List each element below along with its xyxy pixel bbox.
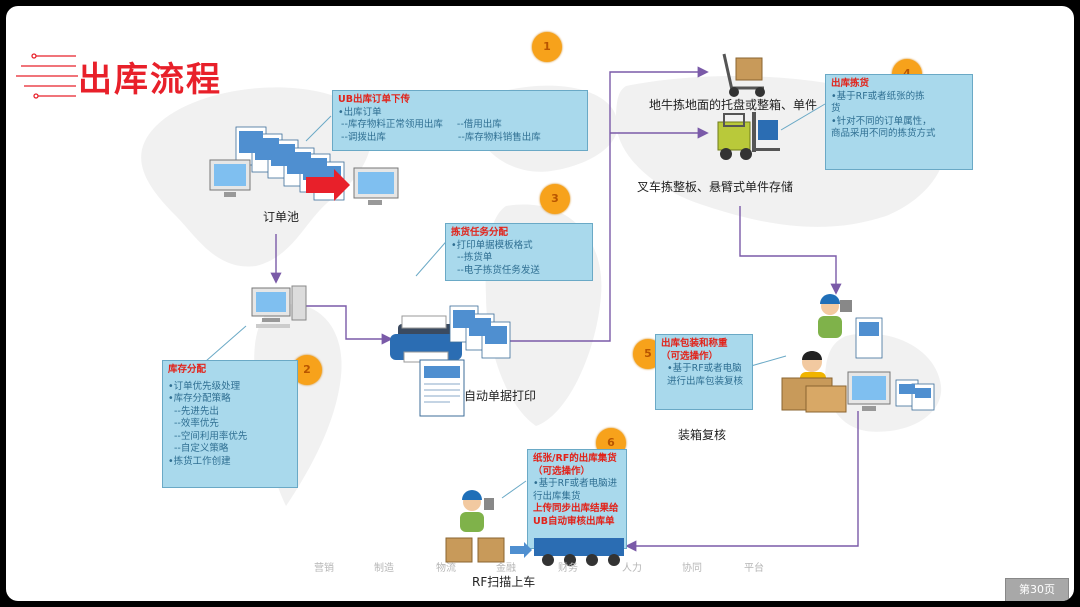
- callout-line: •基于RF或者电脑进行出库包装复核: [667, 363, 744, 387]
- nav-item-accounting: 财务: [558, 563, 578, 574]
- flow-connectors: [205, 66, 859, 552]
- nav-item-manufacturing: 制造: [374, 563, 394, 574]
- callout-line-2: [205, 325, 247, 362]
- callout-ub-order-upload: UB出库订单下传 •出库订单 --库存物料正常领用出库 --借用出库 --调拨出库…: [332, 90, 588, 151]
- callout-line: •基于RF或者电脑进行出库集货: [533, 478, 618, 502]
- callout-line: •针对不同的订单属性，商品采用不同的拣货方式: [831, 115, 936, 140]
- nav-item-collaboration: 协同: [682, 563, 702, 574]
- callout-paper-rf-staging: 纸张/RF的出库集货（可选操作） •基于RF或者电脑进行出库集货 上传同步出库结…: [527, 449, 627, 549]
- callout-pick-task-assignment: 拣货任务分配 •打印单据模板格式 --拣货单 --电子拣货任务发送: [445, 223, 593, 281]
- callout-line: •基于RF或者纸张的拣货: [831, 90, 925, 115]
- callout-line: --库存物料销售出库: [457, 131, 541, 143]
- callout-line-1: [305, 115, 332, 142]
- title-decoration-lines: [16, 53, 78, 99]
- rf-scan-loading-icon: [445, 490, 624, 566]
- callout-line-6: [501, 480, 527, 499]
- auto-print-label: 自动单据打印: [464, 389, 537, 403]
- hand-truck-icon: [722, 53, 765, 97]
- callout-heading: 拣货任务分配: [451, 227, 509, 238]
- connector-picking-to-packing: [739, 206, 842, 295]
- packing-station-icon: [781, 294, 935, 413]
- callout-heading: 纸张/RF的出库集货（可选操作）: [533, 453, 617, 477]
- callout-heading: 出库包装和称重: [661, 338, 728, 349]
- connector-allocation-to-print: [306, 305, 393, 345]
- callout-highlight-line: 上传同步出库结果给UB自动审核出库单: [533, 503, 619, 527]
- nav-item-logistics: 物流: [436, 563, 456, 574]
- nav-item-marketing: 营销: [314, 563, 334, 574]
- callout-line: --调拨出库: [341, 131, 386, 143]
- callout-line: •出库订单: [338, 106, 382, 118]
- step-badge-1: 1: [532, 32, 562, 62]
- callout-line: --效率优先: [174, 418, 219, 429]
- computer-icon: [251, 285, 307, 328]
- callout-heading: UB出库订单下传: [338, 94, 410, 105]
- connector-print-to-picking: [506, 66, 709, 342]
- nav-item-hr: 人力: [622, 563, 642, 574]
- callout-line: --库存物料正常领用出库: [341, 119, 443, 130]
- callout-line-5: [750, 355, 787, 367]
- callout-line: --电子拣货任务发送: [457, 264, 540, 276]
- callout-line: --借用出库: [456, 119, 502, 130]
- rf-load-label: RF扫描上车: [472, 575, 536, 589]
- page-title: 出库流程: [78, 60, 222, 100]
- callout-line: --空间利用率优先: [174, 430, 248, 442]
- nav-item-finance: 金融: [496, 563, 516, 574]
- connector-packing-to-loading: [625, 411, 859, 552]
- callout-line-pair: --调拨出库 --库存物料销售出库: [338, 132, 582, 145]
- callout-line: •订单优先级处理: [168, 380, 241, 392]
- callout-line: --自定义策略: [174, 443, 229, 454]
- packing-check-label: 装箱复核: [678, 428, 727, 442]
- watermark-nav-bar: 营销 制造 物流 金融 财务 人力 协同 平台: [304, 559, 784, 575]
- callout-line-4: [780, 103, 826, 131]
- forklift-icon: [717, 112, 780, 160]
- printer-icon: [390, 305, 511, 417]
- floor-pick-label: 地牛拣地面的托盘或整箱、单件: [649, 98, 818, 112]
- callout-line: •拣货工作创建: [168, 455, 231, 467]
- callout-line-pair: --库存物料正常领用出库 --借用出库: [338, 119, 582, 132]
- callout-heading: 出库拣货: [831, 78, 870, 89]
- callout-heading: 库存分配: [168, 364, 207, 375]
- callout-line: --拣货单: [457, 252, 493, 263]
- callout-heading-optional: （可选操作）: [661, 350, 719, 362]
- step-badge-3: 3: [540, 184, 570, 214]
- callout-packing-weighing: 出库包装和称重 （可选操作） •基于RF或者电脑进行出库包装复核: [655, 334, 753, 410]
- page-indicator: 第30页: [1005, 578, 1069, 601]
- nav-item-platform: 平台: [744, 563, 764, 574]
- order-pool-icon: [209, 126, 399, 205]
- callout-line: --先进先出: [174, 405, 219, 417]
- order-pool-label: 订单池: [263, 210, 300, 224]
- forklift-pick-label: 叉车拣整板、悬臂式单件存储: [637, 180, 794, 194]
- callout-line: •库存分配策略: [168, 393, 231, 404]
- callout-line: •打印单据模板格式: [451, 239, 533, 251]
- callout-outbound-picking: 出库拣货 •基于RF或者纸张的拣货 •针对不同的订单属性，商品采用不同的拣货方式: [825, 74, 973, 170]
- callout-inventory-allocation: 库存分配 •订单优先级处理 •库存分配策略 --先进先出 --效率优先 --空间…: [162, 360, 298, 488]
- slide: 出库流程 1 2 3 4 5 6 UB出库订单下传: [6, 6, 1074, 601]
